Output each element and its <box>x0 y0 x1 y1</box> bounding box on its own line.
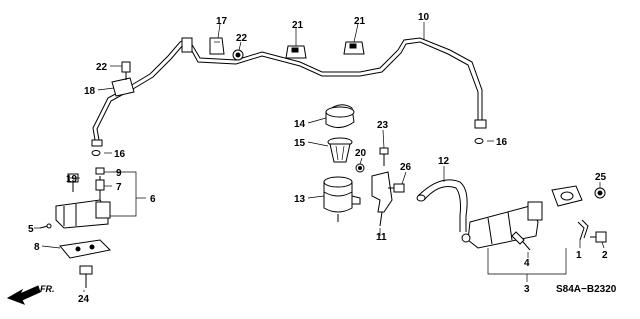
clutch-master-cylinder <box>55 176 111 229</box>
slave-cylinder-bolt <box>590 231 607 243</box>
callout-9: 9 <box>116 168 122 179</box>
callout-13: 13 <box>294 194 306 205</box>
callout-1: 1 <box>576 250 582 261</box>
pipe-bracket-left <box>111 61 135 97</box>
reservoir-strainer <box>327 137 353 163</box>
callout-8: 8 <box>34 242 40 253</box>
callout-19: 19 <box>66 174 78 185</box>
slave-cylinder-pushrod <box>511 231 531 251</box>
callout-12: 12 <box>438 156 450 167</box>
callout-3: 3 <box>524 284 530 295</box>
callout-numbers: 17 22 21 21 10 22 18 16 16 14 15 13 23 2… <box>28 12 608 305</box>
clevis-pin <box>39 223 52 229</box>
callout-7: 7 <box>116 182 122 193</box>
bolt-reservoir <box>379 147 389 166</box>
callout-11: 11 <box>376 232 387 243</box>
callout-6: 6 <box>150 194 156 205</box>
pipe-clip <box>209 37 225 55</box>
pipe-holder-right <box>343 41 365 55</box>
callout-17: 17 <box>216 16 228 27</box>
master-cylinder-fitting <box>95 167 105 191</box>
front-direction-arrow: FR. <box>6 284 55 305</box>
clutch-pipe <box>91 37 487 147</box>
callout-20: 20 <box>355 148 367 159</box>
slave-cylinder-nut <box>594 187 606 199</box>
callout-18: 18 <box>84 86 96 97</box>
callout-22-upper: 22 <box>236 33 248 44</box>
callout-26: 26 <box>400 162 412 173</box>
diagram-code: S84A−B2320 <box>556 284 617 295</box>
reservoir-hose <box>416 179 468 232</box>
callout-25: 25 <box>595 172 607 183</box>
master-cylinder-bracket <box>59 239 112 259</box>
reservoir-cap <box>325 104 355 128</box>
sealing-washer-left <box>91 150 101 156</box>
bolt-bracket <box>388 183 405 193</box>
clutch-slave-cylinder <box>461 201 543 249</box>
callout-5: 5 <box>28 224 34 235</box>
leader-lines <box>34 22 605 292</box>
callout-16-left: 16 <box>114 149 126 160</box>
bolt-bracket-lower <box>79 265 93 288</box>
callout-22-left: 22 <box>96 62 108 73</box>
bolt-upper <box>232 49 244 61</box>
callout-21-left: 21 <box>292 20 304 31</box>
callout-14: 14 <box>294 119 306 130</box>
pipe-holder-left <box>285 45 307 59</box>
nut <box>355 163 365 173</box>
callout-4: 4 <box>524 258 530 269</box>
clutch-reservoir <box>323 176 361 222</box>
callout-16-right: 16 <box>496 137 508 148</box>
callout-15: 15 <box>294 138 306 149</box>
callout-10: 10 <box>418 12 430 23</box>
callout-2: 2 <box>602 250 608 261</box>
callout-24: 24 <box>78 294 90 305</box>
reservoir-bracket <box>371 171 393 227</box>
slave-cylinder-gasket <box>551 185 583 207</box>
front-direction-label: FR. <box>40 284 55 294</box>
sealing-washer-right <box>474 138 484 144</box>
slave-cylinder-clip <box>577 219 589 241</box>
callout-21-right: 21 <box>354 16 366 27</box>
callout-23: 23 <box>377 120 389 131</box>
